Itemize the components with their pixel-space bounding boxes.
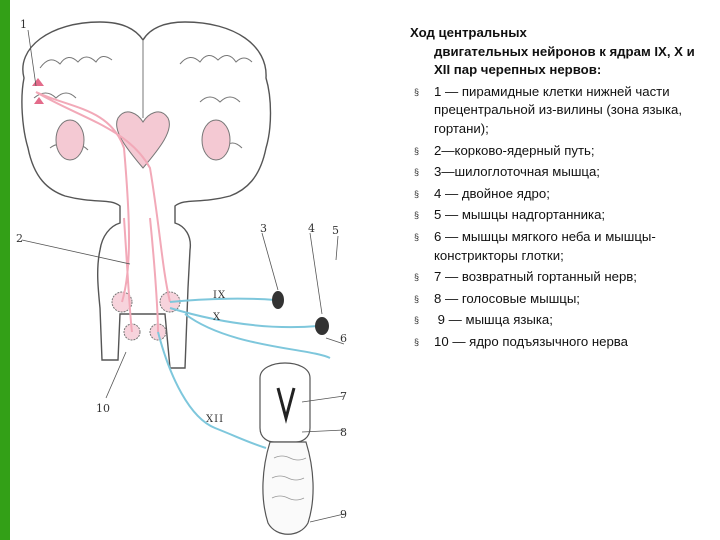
green-side-bar	[0, 0, 10, 540]
left-basal-nucleus	[55, 119, 85, 161]
legend-item: § 6 — мышцы мягкого неба и мышцы-констрик…	[410, 228, 710, 265]
legend-item: § 1 — пирамидные клетки нижней части прец…	[410, 83, 710, 139]
caption-panel: Ход центральных двигательных нейронов к …	[410, 24, 710, 352]
legend-item: § 8 — голосовые мышцы;	[410, 290, 710, 309]
label-7: 7	[340, 390, 347, 403]
stylopharyngeus-muscle	[272, 291, 284, 309]
slide-title: Ход центральных двигательных нейронов к …	[410, 24, 710, 80]
corticobulbar-tract	[35, 91, 171, 333]
label-1: 1	[20, 18, 27, 31]
vocal-cords	[276, 387, 296, 424]
legend-list: § 1 — пирамидные клетки нижней части прец…	[410, 83, 710, 352]
label-3: 3	[260, 222, 267, 235]
label-4: 4	[308, 222, 315, 235]
legend-item: § 10 — ядро подъязычного нерва	[410, 333, 710, 352]
legend-item: § 2—корково-ядерный путь;	[410, 142, 710, 161]
label-6: 6	[340, 332, 347, 345]
hypoglossal-nerve	[157, 331, 267, 449]
vagus-nerve	[169, 307, 331, 359]
legend-text: 7 — возвратный гортанный нерв;	[434, 269, 637, 285]
legend-text: 1 — пирамидные клетки нижней части преце…	[434, 83, 683, 136]
legend-text: 9 — мышца языка;	[434, 312, 553, 328]
label-10: 10	[96, 402, 110, 415]
label-nerve-xii: XII	[206, 414, 224, 425]
nerve-pathway-diagram: 1 2 3 4 5 6 7 8 9 10 IX X XII	[16, 18, 347, 535]
label-2: 2	[16, 232, 23, 245]
square-bullet-icon: §	[414, 315, 420, 326]
square-bullet-icon: §	[414, 293, 420, 304]
palate-constrictor-muscles	[315, 317, 329, 335]
square-bullet-icon: §	[414, 167, 420, 178]
legend-text: 5 — мышцы надгортанника;	[434, 207, 606, 223]
tongue-texture	[271, 455, 307, 501]
anatomy-illustration: 1 2 3 4 5 6 7 8 9 10 IX X XII	[10, 18, 348, 540]
legend-item: § 4 — двойное ядро;	[410, 185, 710, 204]
legend-text: 8 — голосовые мышцы;	[434, 290, 580, 306]
label-5: 5	[332, 224, 339, 237]
square-bullet-icon: §	[414, 210, 420, 221]
square-bullet-icon: §	[414, 272, 420, 283]
right-basal-nucleus	[201, 119, 231, 161]
label-8: 8	[340, 426, 347, 439]
larynx	[259, 362, 311, 443]
legend-text: 6 — мышцы мягкого неба и мышцы-констрикт…	[434, 228, 656, 263]
square-bullet-icon: §	[414, 231, 420, 242]
tongue	[262, 441, 314, 535]
square-bullet-icon: §	[414, 86, 420, 97]
label-nerve-x: X	[213, 312, 221, 323]
legend-item: § 7 — возвратный гортанный нерв;	[410, 268, 710, 287]
square-bullet-icon: §	[414, 336, 420, 347]
legend-text: 10 — ядро подъязычного нерва	[434, 333, 628, 349]
title-continuation: двигательных нейронов к ядрам IX, X и XI…	[434, 43, 695, 78]
label-9: 9	[340, 508, 347, 521]
label-nerve-ix: IX	[213, 290, 226, 301]
legend-item: § 9 — мышца языка;	[410, 311, 710, 330]
square-bullet-icon: §	[414, 145, 420, 156]
brain-outline	[21, 21, 272, 369]
legend-item: § 3—шилоглоточная мышца;	[410, 163, 710, 182]
legend-text: 4 — двойное ядро;	[434, 185, 550, 201]
legend-text: 2—корково-ядерный путь;	[434, 142, 595, 158]
glossopharyngeal-nerve	[169, 297, 276, 303]
legend-text: 3—шилоглоточная мышца;	[434, 164, 600, 180]
cortical-neurons	[32, 78, 44, 104]
label-leaders	[21, 29, 345, 523]
lateral-ventricles	[116, 111, 170, 169]
legend-item: § 5 — мышцы надгортанника;	[410, 206, 710, 225]
title-first-line: Ход центральных	[410, 25, 527, 40]
square-bullet-icon: §	[414, 188, 420, 199]
